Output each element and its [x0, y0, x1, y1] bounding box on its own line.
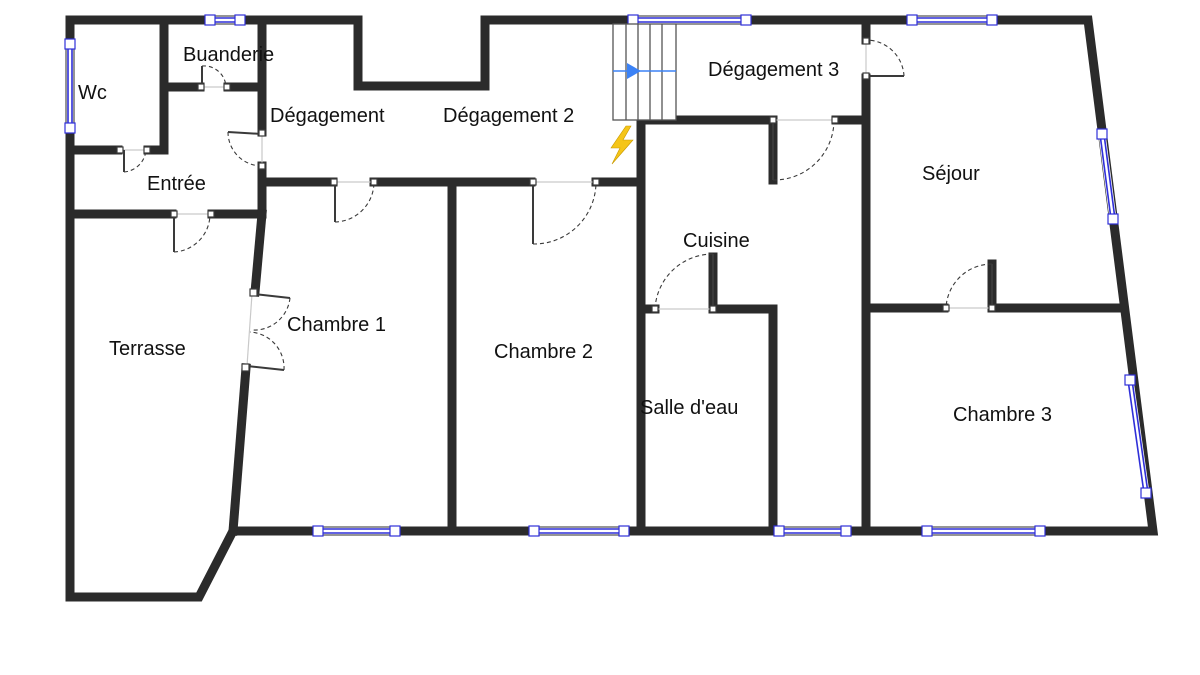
label-buanderie: Buanderie	[183, 44, 274, 66]
lightning-bolt-icon	[610, 125, 634, 165]
exterior-wall-northwest	[65, 15, 1159, 602]
doors	[116, 37, 996, 372]
window-sejour-east	[1099, 133, 1112, 220]
door-terrasse-chambre1	[241, 288, 291, 372]
door-salle-eau	[651, 253, 717, 313]
label-wc: Wc	[78, 82, 107, 104]
label-entree: Entrée	[147, 173, 206, 195]
door-terrasse	[170, 210, 215, 253]
label-sejour: Séjour	[922, 163, 980, 185]
label-cuisine: Cuisine	[683, 230, 750, 252]
room-labels: Wc Buanderie Dégagement Dégagement 2 Dég…	[78, 44, 1052, 426]
windows	[64, 14, 1152, 537]
label-chambre3: Chambre 3	[953, 404, 1052, 426]
label-degagement2: Dégagement 2	[443, 105, 574, 127]
door-wc	[116, 146, 151, 173]
door-entree-degagement	[227, 129, 266, 170]
staircase-icon	[612, 23, 677, 121]
exterior-walls	[65, 15, 1159, 602]
interior-walls	[69, 15, 1126, 536]
window-chambre3-east	[1127, 379, 1145, 494]
label-chambre1: Chambre 1	[287, 314, 386, 336]
label-terrasse: Terrasse	[109, 338, 186, 360]
door-cuisine	[769, 116, 839, 181]
label-degagement: Dégagement	[270, 105, 385, 127]
door-chambre2	[529, 178, 600, 245]
door-buanderie	[197, 65, 231, 91]
stair-arrow-icon	[627, 63, 641, 79]
door-chambre3	[942, 263, 996, 312]
wall-chambre1-west-upper	[250, 209, 267, 297]
label-chambre2: Chambre 2	[494, 341, 593, 363]
door-degagement3	[862, 37, 905, 80]
label-salle-eau: Salle d'eau	[640, 397, 738, 419]
wall-chambre1-west-lower	[228, 363, 251, 536]
door-chambre1	[330, 178, 378, 223]
label-degagement3: Dégagement 3	[708, 59, 839, 81]
